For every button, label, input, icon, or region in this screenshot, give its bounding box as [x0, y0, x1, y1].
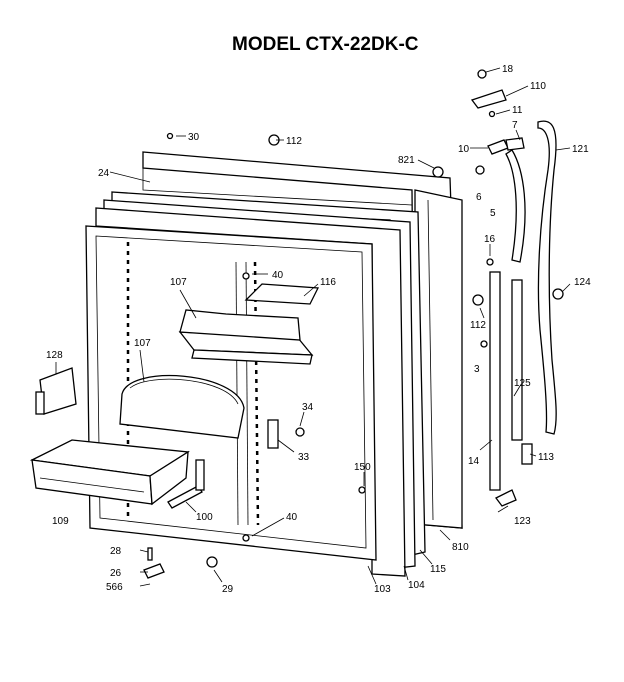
label-30: 30 — [188, 132, 200, 143]
label-121: 121 — [572, 144, 589, 155]
handle-rails — [489, 271, 523, 491]
label-16: 16 — [484, 234, 496, 245]
label-40-lower: 40 — [286, 512, 298, 523]
label-821: 821 — [398, 155, 415, 166]
label-116: 116 — [320, 277, 336, 288]
label-128: 128 — [46, 350, 63, 361]
label-29: 29 — [222, 584, 234, 595]
bottom-bin — [29, 439, 190, 506]
label-810: 810 — [452, 542, 469, 553]
label-10: 10 — [458, 144, 470, 155]
label-112-top: 112 — [286, 136, 302, 147]
label-566: 566 — [106, 582, 123, 593]
door-handle — [537, 120, 557, 435]
label-26: 26 — [110, 568, 122, 579]
shelf-bracket — [167, 459, 205, 509]
label-104: 104 — [408, 580, 425, 591]
label-150: 150 — [354, 462, 371, 473]
label-34: 34 — [302, 402, 314, 413]
label-113: 113 — [538, 452, 554, 463]
leader-lines — [55, 67, 571, 587]
door-stop-bracket — [267, 419, 305, 449]
label-110: 110 — [530, 81, 546, 92]
label-18: 18 — [502, 64, 514, 75]
label-107-lower: 107 — [134, 338, 151, 349]
label-103: 103 — [374, 584, 391, 595]
label-100: 100 — [196, 512, 213, 523]
label-109: 109 — [52, 516, 69, 527]
label-115: 115 — [430, 564, 446, 575]
label-7: 7 — [512, 120, 518, 131]
label-33: 33 — [298, 452, 310, 463]
part-labels: 18 110 11 7 10 121 30 112 821 24 6 5 16 … — [46, 64, 591, 595]
hinge-parts — [470, 89, 526, 348]
label-3: 3 — [474, 364, 480, 375]
label-28: 28 — [110, 546, 122, 557]
label-14: 14 — [468, 456, 480, 467]
upper-shelf-bin — [178, 283, 320, 365]
label-123: 123 — [514, 516, 531, 527]
label-124: 124 — [574, 277, 591, 288]
diagram-title: MODEL CTX-22DK-C — [232, 34, 419, 55]
label-11: 11 — [512, 105, 523, 116]
label-112-side: 112 — [470, 320, 486, 331]
lower-dairy-bin — [119, 374, 245, 439]
label-6: 6 — [476, 192, 482, 203]
label-24: 24 — [98, 168, 110, 179]
label-107-upper: 107 — [170, 277, 187, 288]
small-hardware — [143, 69, 564, 579]
label-40-upper: 40 — [272, 270, 284, 281]
label-125: 125 — [514, 378, 531, 389]
side-trim-piece — [35, 367, 77, 415]
label-5: 5 — [490, 208, 496, 219]
